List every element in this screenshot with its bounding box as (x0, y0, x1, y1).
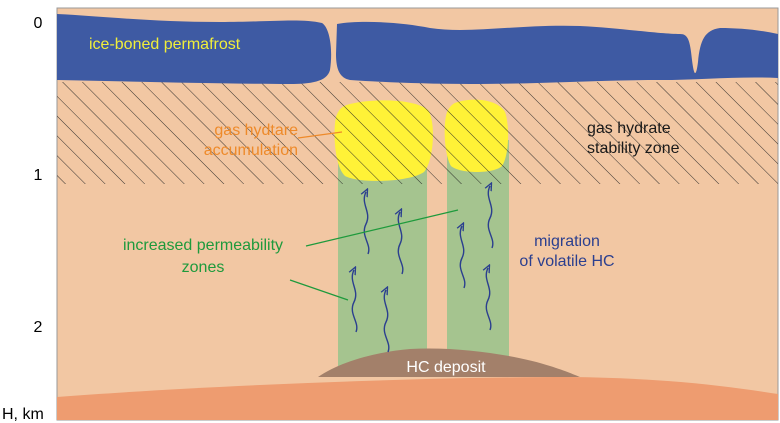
deep-layer (57, 377, 778, 420)
migration-arrow (364, 192, 370, 255)
depth-tick-1: 1 (34, 167, 43, 184)
depth-tick-0: 0 (34, 15, 43, 32)
accumulation-label-line2: accumulation (204, 142, 298, 159)
stability-label-line1: gas hydrate (587, 120, 671, 137)
permafrost-layer (57, 14, 332, 84)
accumulation-leader (297, 131, 343, 139)
migration-arrow (486, 268, 492, 331)
permeability-leader-lower (289, 279, 349, 301)
migration-label-line1: migration (534, 233, 600, 250)
migration-arrow (488, 186, 494, 249)
deposit-label: HC deposit (406, 359, 486, 376)
migration-arrow (352, 270, 358, 333)
permafrost-layer-right (336, 21, 778, 85)
accumulation-label-line1: gas hydtare (214, 122, 298, 139)
migration-arrow (460, 226, 466, 289)
migration-arrow (398, 212, 404, 275)
hc-deposit (318, 348, 580, 377)
depth-axis-unit: H, km (2, 406, 44, 423)
migration-label-line2: of volatile HC (519, 253, 614, 270)
permeability-label-line2: zones (182, 259, 225, 276)
migration-arrow (384, 290, 390, 353)
migration-arrows (352, 186, 494, 353)
permeability-label-line1: increased permeability (123, 237, 283, 254)
permeability-leader-upper (305, 209, 459, 247)
stability-label-line2: stability zone (587, 140, 680, 157)
permafrost-label: ice-boned permafrost (89, 36, 241, 53)
depth-tick-2: 2 (34, 319, 43, 336)
